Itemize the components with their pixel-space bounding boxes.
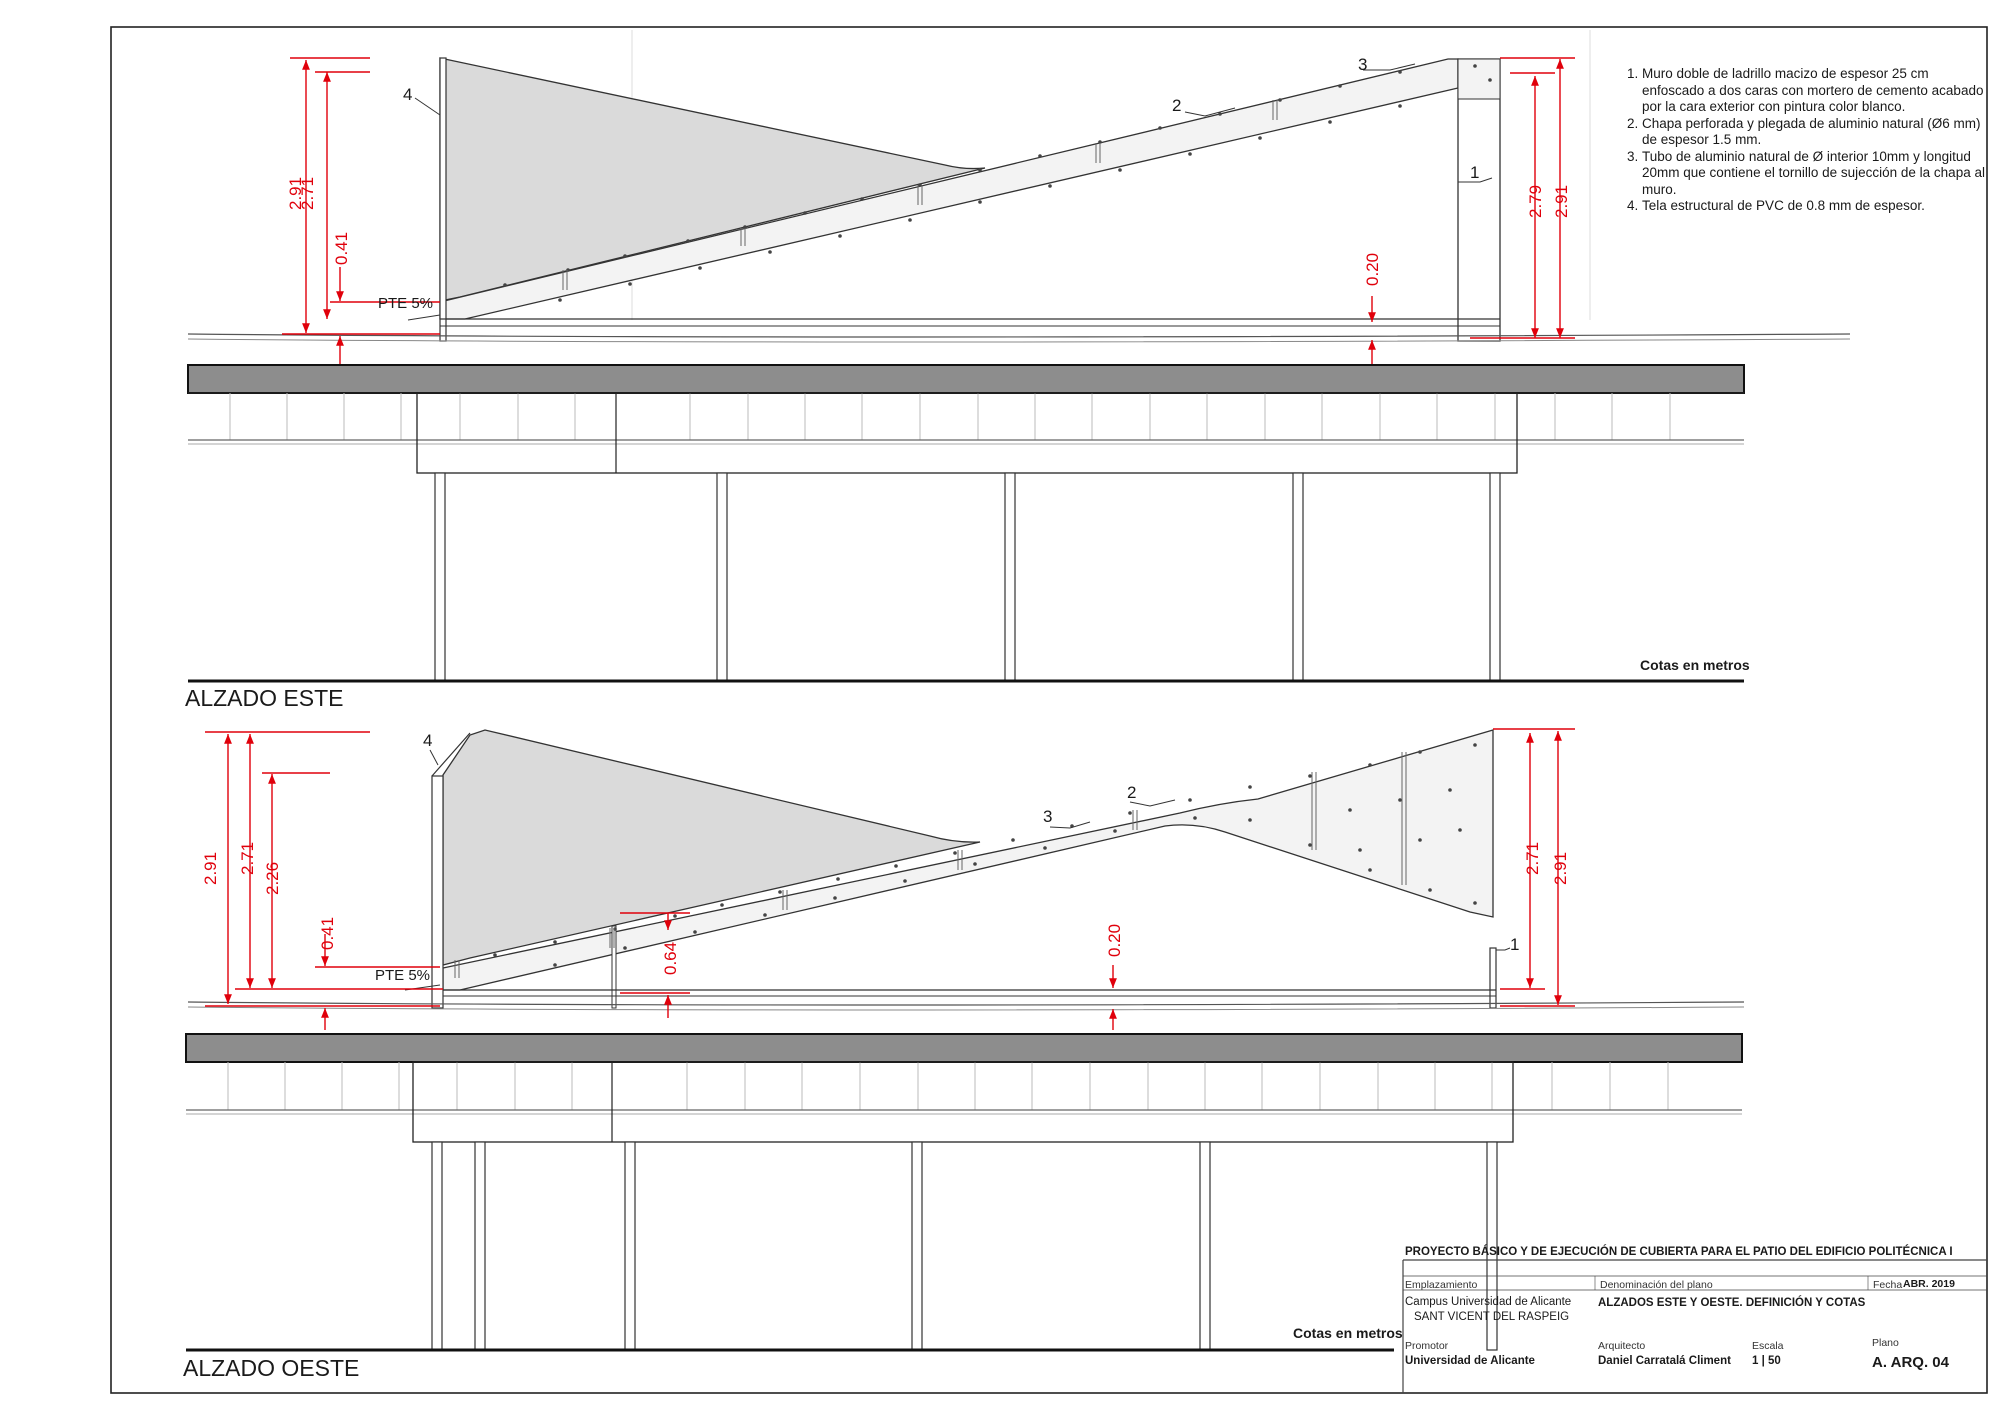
elevation-east xyxy=(187,30,1851,683)
units-note-west: Cotas en metros xyxy=(1293,1325,1403,1341)
sheet-border xyxy=(110,26,1988,1394)
callout-4-east: 4 xyxy=(403,85,412,104)
scale-label: Escala xyxy=(1752,1340,1784,1352)
column xyxy=(1489,472,1501,682)
elevation-west xyxy=(185,728,1745,1352)
callout-4-west: 4 xyxy=(423,731,432,750)
slab-east xyxy=(187,364,1745,394)
callout-3-west: 3 xyxy=(1043,807,1052,826)
brick-wall-west xyxy=(1489,947,1497,1009)
dim-right-inner-east: 2.79 xyxy=(1526,185,1545,218)
architect-value: Daniel Carratalá Climent xyxy=(1598,1355,1731,1367)
plan-label: Denominación del plano xyxy=(1600,1279,1713,1291)
callout-1-west: 1 xyxy=(1510,935,1519,954)
architect-label: Arquitecto xyxy=(1598,1340,1646,1352)
slope-label-west: PTE 5% xyxy=(375,967,430,984)
dim-step-west: 0.64 xyxy=(661,942,680,975)
column xyxy=(1004,472,1016,682)
sheet-label: Plano xyxy=(1872,1337,1899,1349)
callout-1-east: 1 xyxy=(1470,163,1479,182)
note-item: Tela estructural de PVC de 0.8 mm de esp… xyxy=(1642,198,1992,215)
slope-label-east: PTE 5% xyxy=(378,295,433,312)
column xyxy=(1199,1141,1211,1351)
dim-mid-east: 0.20 xyxy=(1363,253,1382,286)
pvc-fabric-west xyxy=(442,729,981,966)
title-alzado-este: ALZADO ESTE xyxy=(185,685,343,711)
callout-2-west: 2 xyxy=(1127,783,1136,802)
title-block xyxy=(1402,1259,1987,1393)
plan-name: ALZADOS ESTE Y OESTE. DEFINICIÓN Y COTAS xyxy=(1598,1297,1866,1309)
project-title: PROYECTO BÁSICO Y DE EJECUCIÓN DE CUBIER… xyxy=(1405,1246,1953,1258)
note-item: Muro doble de ladrillo macizo de espesor… xyxy=(1642,66,1992,116)
dim-left-inner-east: 2.71 xyxy=(298,177,317,210)
column xyxy=(431,1141,443,1351)
notes-list: Muro doble de ladrillo macizo de espesor… xyxy=(1620,66,1992,215)
dim-left-inner-west: 2.71 xyxy=(238,842,257,875)
note-item: Tubo de aluminio natural de Ø interior 1… xyxy=(1642,149,1992,199)
left-post-west xyxy=(431,775,444,1009)
column xyxy=(474,1141,486,1351)
left-post-east xyxy=(439,57,447,342)
promoter-label: Promotor xyxy=(1405,1340,1449,1352)
column xyxy=(434,472,446,682)
column xyxy=(624,1141,636,1351)
dim-right-outer-east: 2.91 xyxy=(1552,185,1571,218)
scale-value: 1 | 50 xyxy=(1752,1355,1781,1367)
dim-left-outer-west: 2.91 xyxy=(201,852,220,885)
brick-wall-east xyxy=(1457,58,1501,342)
pvc-fabric-east xyxy=(439,57,986,302)
site-line-2: SANT VICENT DEL RASPEIG xyxy=(1414,1311,1570,1323)
callout-3-east: 3 xyxy=(1358,55,1367,74)
column xyxy=(1292,472,1304,682)
beam-west xyxy=(412,1061,1514,1143)
units-note-east: Cotas en metros xyxy=(1640,657,1750,673)
sheet-value: A. ARQ. 04 xyxy=(1872,1354,1949,1371)
promoter-value: Universidad de Alicante xyxy=(1405,1355,1535,1367)
column xyxy=(911,1141,923,1351)
pvc-fabric-west xyxy=(432,755,440,776)
dim-mid-west: 0.20 xyxy=(1105,924,1124,957)
dim-left-outer-east: 2.91 xyxy=(286,177,305,210)
dim-right-inner-west: 2.71 xyxy=(1523,842,1542,875)
dim-left-low-east: 0.41 xyxy=(332,232,351,265)
dim-right-outer-west: 2.91 xyxy=(1551,852,1570,885)
slab-west xyxy=(185,1033,1743,1063)
site-label: Emplazamiento xyxy=(1405,1279,1478,1291)
note-item: Chapa perforada y plegada de aluminio na… xyxy=(1642,116,1992,149)
column xyxy=(1486,1141,1498,1351)
dim-left-low-west: 0.41 xyxy=(318,917,337,950)
beam-east xyxy=(416,392,1518,474)
perforated-sheet-west xyxy=(442,729,1494,991)
date-label: Fecha xyxy=(1873,1279,1903,1291)
column xyxy=(716,472,728,682)
title-alzado-oeste: ALZADO OESTE xyxy=(183,1355,359,1381)
dim-left-mid-west: 2.26 xyxy=(263,862,282,895)
site-line-1: Campus Universidad de Alicante xyxy=(1405,1296,1572,1308)
date-value: ABR. 2019 xyxy=(1903,1278,1955,1290)
callout-2-east: 2 xyxy=(1172,96,1181,115)
